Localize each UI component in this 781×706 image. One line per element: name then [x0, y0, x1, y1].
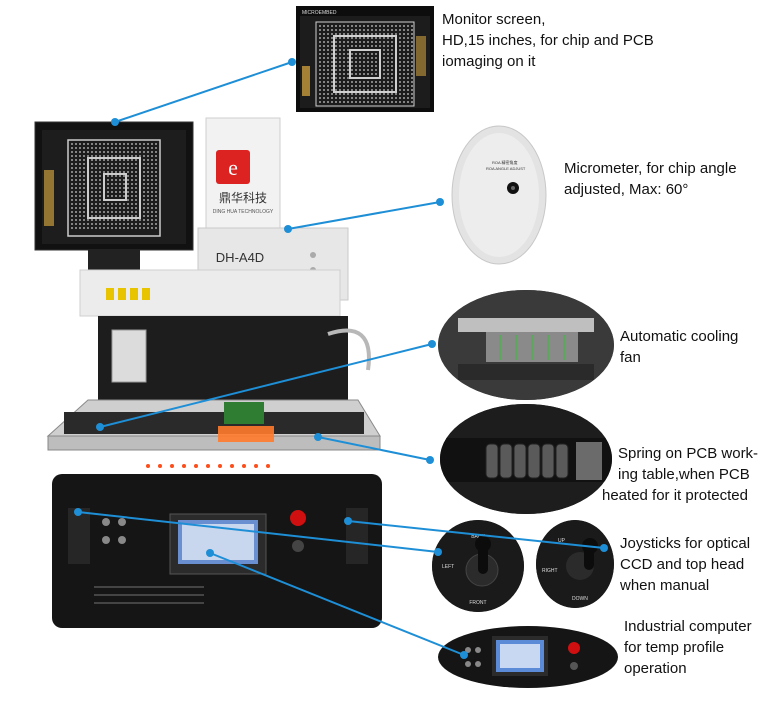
- cooling-fan-closeup-image: [438, 290, 614, 400]
- industrial-computer-panel-image: [438, 626, 618, 688]
- annotation-line: Joysticks for optical: [620, 535, 751, 552]
- annotation-line: Micrometer, for chip angle: [564, 160, 737, 177]
- annotation-joystick: Joysticks for optical CCD and top head w…: [620, 533, 750, 596]
- svg-text:鼎华科技: 鼎华科技: [219, 191, 267, 205]
- svg-text:DING HUA TECHNOLOGY: DING HUA TECHNOLOGY: [213, 209, 274, 215]
- annotation-line: fan: [620, 349, 641, 366]
- annotation-cooling: Automatic cooling fan: [620, 326, 738, 368]
- annotation-line: operation: [624, 660, 687, 677]
- svg-text:RIGHT: RIGHT: [542, 568, 558, 574]
- svg-text:e: e: [228, 155, 238, 180]
- annotation-line: Automatic cooling: [620, 328, 739, 345]
- annotation-line: for temp profile: [624, 639, 725, 656]
- annotation-micrometer: Micrometer, for chip angle adjusted, Max…: [564, 158, 737, 200]
- joystick-right-closeup-image: UP DOWN RIGHT: [536, 520, 614, 608]
- spring-closeup-image: [440, 404, 612, 514]
- annotation-line: iomaging on it: [442, 53, 536, 70]
- annotation-line: heated for it protected: [602, 487, 748, 504]
- annotation-line: Monitor screen,: [442, 11, 546, 28]
- annotation-line: Industrial computer: [624, 618, 752, 635]
- annotation-line: adjusted, Max: 60°: [564, 181, 689, 198]
- svg-text:UP: UP: [558, 538, 566, 544]
- micrometer-dial-image: ROA 精密角度 ROA ANGLE ADJUST: [450, 124, 548, 266]
- annotation-monitor: Monitor screen, HD,15 inches, for chip a…: [442, 9, 654, 72]
- svg-text:ROA ANGLE ADJUST: ROA ANGLE ADJUST: [486, 166, 526, 171]
- monitor-closeup-image: MICROEMBED: [296, 6, 434, 112]
- annotation-line: when manual: [620, 577, 710, 594]
- annotation-spring: Spring on PCB work- ing table,when PCB h…: [602, 443, 759, 506]
- svg-text:LEFT: LEFT: [442, 564, 454, 570]
- annotation-line: Spring on PCB work-: [618, 445, 759, 462]
- annotation-computer: Industrial computer for temp profile ope…: [624, 616, 752, 679]
- svg-text:FRONT: FRONT: [469, 600, 486, 606]
- annotation-line: ing table,when PCB: [618, 466, 750, 483]
- svg-text:MICROEMBED: MICROEMBED: [302, 10, 337, 16]
- annotation-line: CCD and top head: [620, 556, 745, 573]
- annotation-line: HD,15 inches, for chip and PCB: [442, 32, 654, 49]
- svg-text:BACK: BACK: [471, 534, 485, 540]
- svg-text:DOWN: DOWN: [572, 596, 588, 602]
- svg-text:DH-A4D: DH-A4D: [216, 250, 264, 265]
- svg-text:ROA 精密角度: ROA 精密角度: [492, 159, 518, 165]
